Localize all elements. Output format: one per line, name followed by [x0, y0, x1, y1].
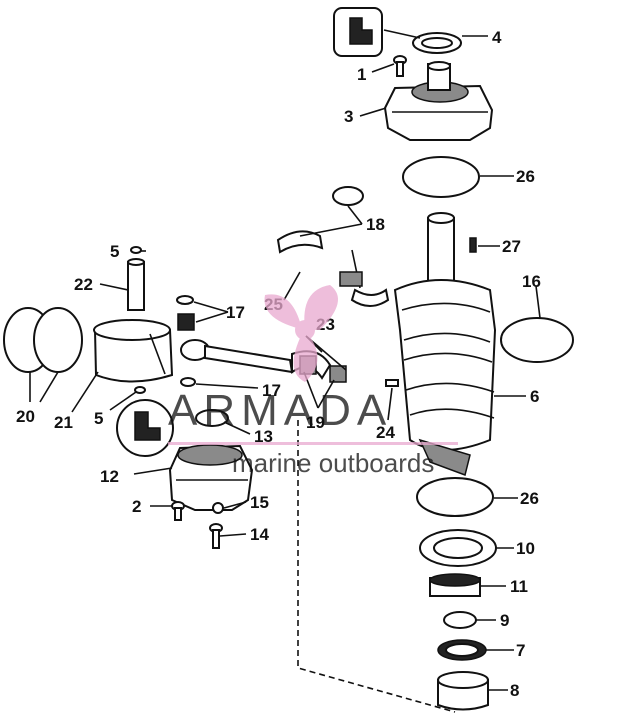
part-5-clip-lower: [134, 386, 146, 394]
part-13-seal: [195, 409, 229, 427]
propeller-blade: [293, 330, 318, 382]
label-26-lower: 26: [520, 489, 539, 508]
part-22-wrist-pin: [127, 258, 145, 311]
label-26-upper: 26: [516, 167, 535, 186]
part-18-ring: [332, 186, 364, 206]
label-6: 6: [530, 387, 539, 406]
part-13-icon-box: [116, 399, 174, 457]
part-26-oring-lower: [416, 477, 494, 517]
propeller-blade: [304, 285, 338, 330]
label-14: 14: [250, 525, 269, 544]
label-8: 8: [510, 681, 519, 700]
watermark-underline: [168, 442, 458, 445]
label-17-upper: 17: [226, 303, 245, 322]
label-12: 12: [100, 467, 119, 486]
part-17-washer-lower: [180, 377, 196, 387]
watermark-propeller-icon: [264, 285, 338, 382]
label-13: 13: [254, 427, 273, 446]
part-26-oring-upper: [402, 156, 480, 198]
label-19: 19: [306, 413, 325, 432]
part-6-crankshaft: [393, 212, 497, 476]
label-9: 9: [500, 611, 509, 630]
label-5-lower: 5: [94, 409, 103, 428]
label-11: 11: [510, 577, 528, 596]
label-1: 1: [357, 65, 366, 84]
part-15-washer: [212, 502, 224, 514]
part-25-bearing: [339, 271, 363, 287]
label-20: 20: [16, 407, 35, 426]
label-17-lower: 17: [262, 381, 281, 400]
label-27: 27: [502, 237, 521, 256]
label-7: 7: [516, 641, 525, 660]
label-18: 18: [366, 215, 385, 234]
watermark-brand: ARMADA: [168, 386, 392, 435]
propeller-hub: [295, 320, 315, 340]
label-15: 15: [250, 493, 269, 512]
part-11-bearing: [429, 573, 481, 597]
label-3: 3: [344, 107, 353, 126]
part-18-bearing-half: [276, 230, 324, 254]
label-5-upper: 5: [110, 242, 119, 261]
part-4-icon-box: [333, 7, 383, 57]
part-17-washer-upper: [176, 295, 194, 305]
part-21-piston: [93, 319, 174, 383]
part-14-screw: [209, 523, 223, 549]
label-22: 22: [74, 275, 93, 294]
part-12-lower-housing: [168, 444, 254, 511]
label-4: 4: [492, 28, 502, 47]
alignment-dashed-line: [297, 420, 456, 713]
propeller-blade: [264, 294, 305, 330]
part-3-upper-housing: [383, 61, 494, 141]
part-8-sleeve: [437, 671, 489, 711]
label-10: 10: [516, 539, 535, 558]
watermark-tagline: marine outboards: [232, 448, 434, 478]
part-20-ring-b: [33, 307, 83, 373]
label-24: 24: [376, 423, 395, 442]
label-2: 2: [132, 497, 141, 516]
part-24-screw: [385, 379, 399, 387]
label-16: 16: [522, 272, 541, 291]
part-27-key: [469, 237, 477, 253]
part-9-retaining-ring: [443, 611, 477, 629]
part-2-screw: [171, 501, 185, 521]
part-17-needle-bearing: [177, 313, 195, 331]
part-16-ring: [500, 317, 574, 363]
label-21: 21: [54, 413, 73, 432]
part-5-clip-upper: [130, 246, 142, 254]
watermark: ARMADA marine outboards: [168, 285, 458, 478]
part-1-screw: [393, 55, 407, 77]
